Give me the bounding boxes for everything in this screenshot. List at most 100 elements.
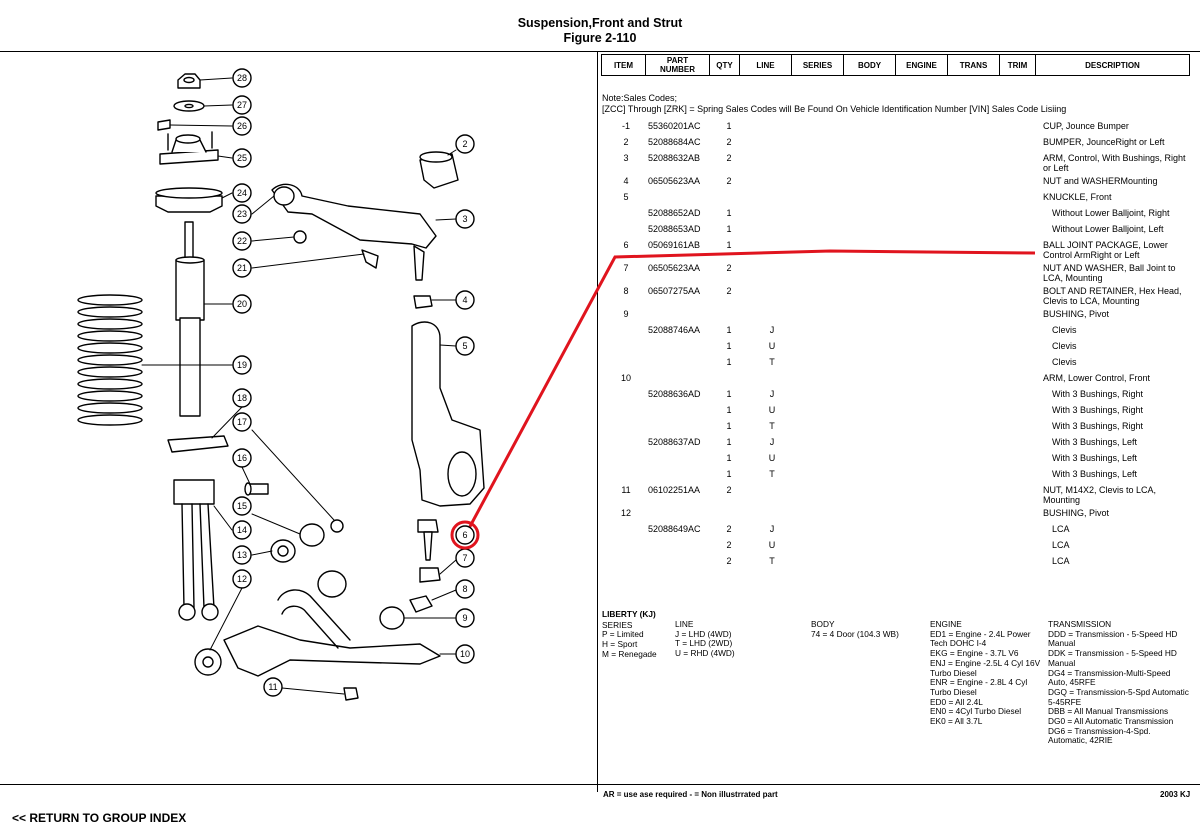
qty-cell: 2 [726, 524, 732, 534]
description-cell: Clevis [1052, 325, 1077, 335]
svg-text:17: 17 [237, 417, 247, 427]
svg-text:10: 10 [460, 649, 470, 659]
line-cell: J [769, 389, 775, 399]
legend-body: BODY 74 = 4 Door (104.3 WB) [811, 619, 899, 639]
upper-balljoint-drawing [361, 249, 379, 269]
callout-28[interactable]: 28 [232, 68, 252, 88]
svg-text:21: 21 [237, 263, 247, 273]
callout-18[interactable]: 18 [232, 388, 252, 408]
item-cell: 5 [623, 192, 629, 202]
description-cell: LCA [1052, 540, 1070, 550]
svg-text:13: 13 [237, 550, 247, 560]
callout-3[interactable]: 3 [455, 209, 475, 229]
description-cell: Without Lower Balljoint, Right [1052, 208, 1170, 218]
retainer-drawing [270, 539, 296, 563]
item-cell: 6 [623, 240, 629, 250]
callout-13[interactable]: 13 [232, 545, 252, 565]
callout-19[interactable]: 19 [232, 355, 252, 375]
svg-text:20: 20 [237, 299, 247, 309]
part-number-cell: 06507275AA [648, 286, 701, 296]
col-qty: QTY [709, 54, 740, 76]
description-cell: NUT, M14X2, Clevis to LCA, Mounting [1043, 485, 1157, 505]
washer-hole-drawing [184, 103, 194, 109]
description-cell: ARM, Lower Control, Front [1043, 373, 1151, 383]
callout-6[interactable]: 6 [455, 525, 475, 545]
svg-text:14: 14 [237, 525, 247, 535]
line-cell: U [768, 540, 776, 550]
qty-cell: 1 [726, 405, 732, 415]
washer-drawing [173, 100, 205, 112]
callout-16[interactable]: 16 [232, 448, 252, 468]
svg-text:23: 23 [237, 209, 247, 219]
svg-text:9: 9 [462, 613, 467, 623]
callout-5[interactable]: 5 [455, 336, 475, 356]
qty-cell: 1 [726, 453, 732, 463]
callout-21[interactable]: 21 [232, 258, 252, 278]
callout-2[interactable]: 2 [455, 134, 475, 154]
description-cell: BUMPER, JounceRight or Left [1043, 137, 1165, 147]
part-number-cell: 52088746AA [648, 325, 701, 335]
part-number-cell: 52088636AD [648, 389, 701, 399]
callout-22[interactable]: 22 [232, 231, 252, 251]
suspension-diagram: 28 27 26 25 24 23 22 21 20 19 18 17 16 1… [77, 68, 1036, 701]
description-cell: With 3 Bushings, Right [1052, 421, 1144, 431]
qty-cell: 1 [726, 224, 732, 234]
svg-text:27: 27 [237, 100, 247, 110]
bottom-rule [0, 784, 1200, 785]
callout-24[interactable]: 24 [232, 183, 252, 203]
parts-table-header: ITEM PART NUMBER QTY LINE SERIES BODY EN… [601, 54, 1190, 76]
callout-25[interactable]: 25 [232, 148, 252, 168]
part-number-cell: 52088653AD [648, 224, 701, 234]
pivot-bushing-drawing [379, 606, 405, 630]
item-cell: 4 [623, 176, 629, 186]
qty-cell: 1 [726, 421, 732, 431]
coil-spring-drawing [77, 294, 143, 426]
lower-balljoint-drawing [417, 519, 439, 561]
callout-15[interactable]: 15 [232, 496, 252, 516]
item-cell: 9 [623, 309, 629, 319]
spring-seat-drawing [167, 435, 229, 453]
figure-number: Figure 2-110 [563, 31, 637, 45]
lower-control-arm-drawing [194, 589, 441, 677]
callout-23[interactable]: 23 [232, 204, 252, 224]
description-cell: With 3 Bushings, Left [1052, 437, 1138, 447]
callout-7[interactable]: 7 [455, 548, 475, 568]
callout-10[interactable]: 10 [455, 644, 475, 664]
description-cell: BALL JOINT PACKAGE, Lower Control ArmRig… [1043, 240, 1168, 260]
col-description: DESCRIPTION [1035, 54, 1190, 76]
svg-text:24: 24 [237, 188, 247, 198]
description-cell: LCA [1052, 524, 1070, 534]
line-cell: T [769, 421, 775, 431]
item-cell: 12 [620, 508, 631, 518]
callout-14[interactable]: 14 [232, 520, 252, 540]
part-number-cell: 06505623AA [648, 263, 701, 273]
callout-12[interactable]: 12 [232, 569, 252, 589]
callout-4[interactable]: 4 [455, 290, 475, 310]
description-cell: NUT and WASHERMounting [1043, 176, 1158, 186]
divider-line [597, 52, 598, 792]
callout-9[interactable]: 9 [455, 608, 475, 628]
jounce-cup-drawing [155, 187, 223, 213]
callout-17[interactable]: 17 [232, 412, 252, 432]
callout-20[interactable]: 20 [232, 294, 252, 314]
part-number-cell: 52088649AC [648, 524, 701, 534]
upper-control-arm-drawing [271, 183, 437, 249]
item-cell: -1 [621, 121, 630, 131]
part-number-cell: 52088652AD [648, 208, 701, 218]
callout-27[interactable]: 27 [232, 95, 252, 115]
qty-cell: 2 [726, 556, 732, 566]
svg-text:22: 22 [237, 236, 247, 246]
callout-26[interactable]: 26 [232, 116, 252, 136]
callout-11[interactable]: 11 [263, 677, 283, 697]
callout-8[interactable]: 8 [455, 579, 475, 599]
part-number-cell: 05069161AB [648, 240, 701, 250]
knuckle-drawing [411, 321, 485, 507]
item-cell: 3 [623, 153, 629, 163]
line-cell: U [768, 341, 776, 351]
legend-engine: ENGINE ED1 = Engine - 2.4L Power Tech DO… [930, 619, 1041, 727]
qty-cell: 1 [726, 325, 732, 335]
return-to-group-index-link[interactable]: << RETURN TO GROUP INDEX [12, 811, 187, 825]
nut-drawing [330, 519, 344, 533]
line-cell: J [769, 325, 775, 335]
line-cell: T [769, 357, 775, 367]
